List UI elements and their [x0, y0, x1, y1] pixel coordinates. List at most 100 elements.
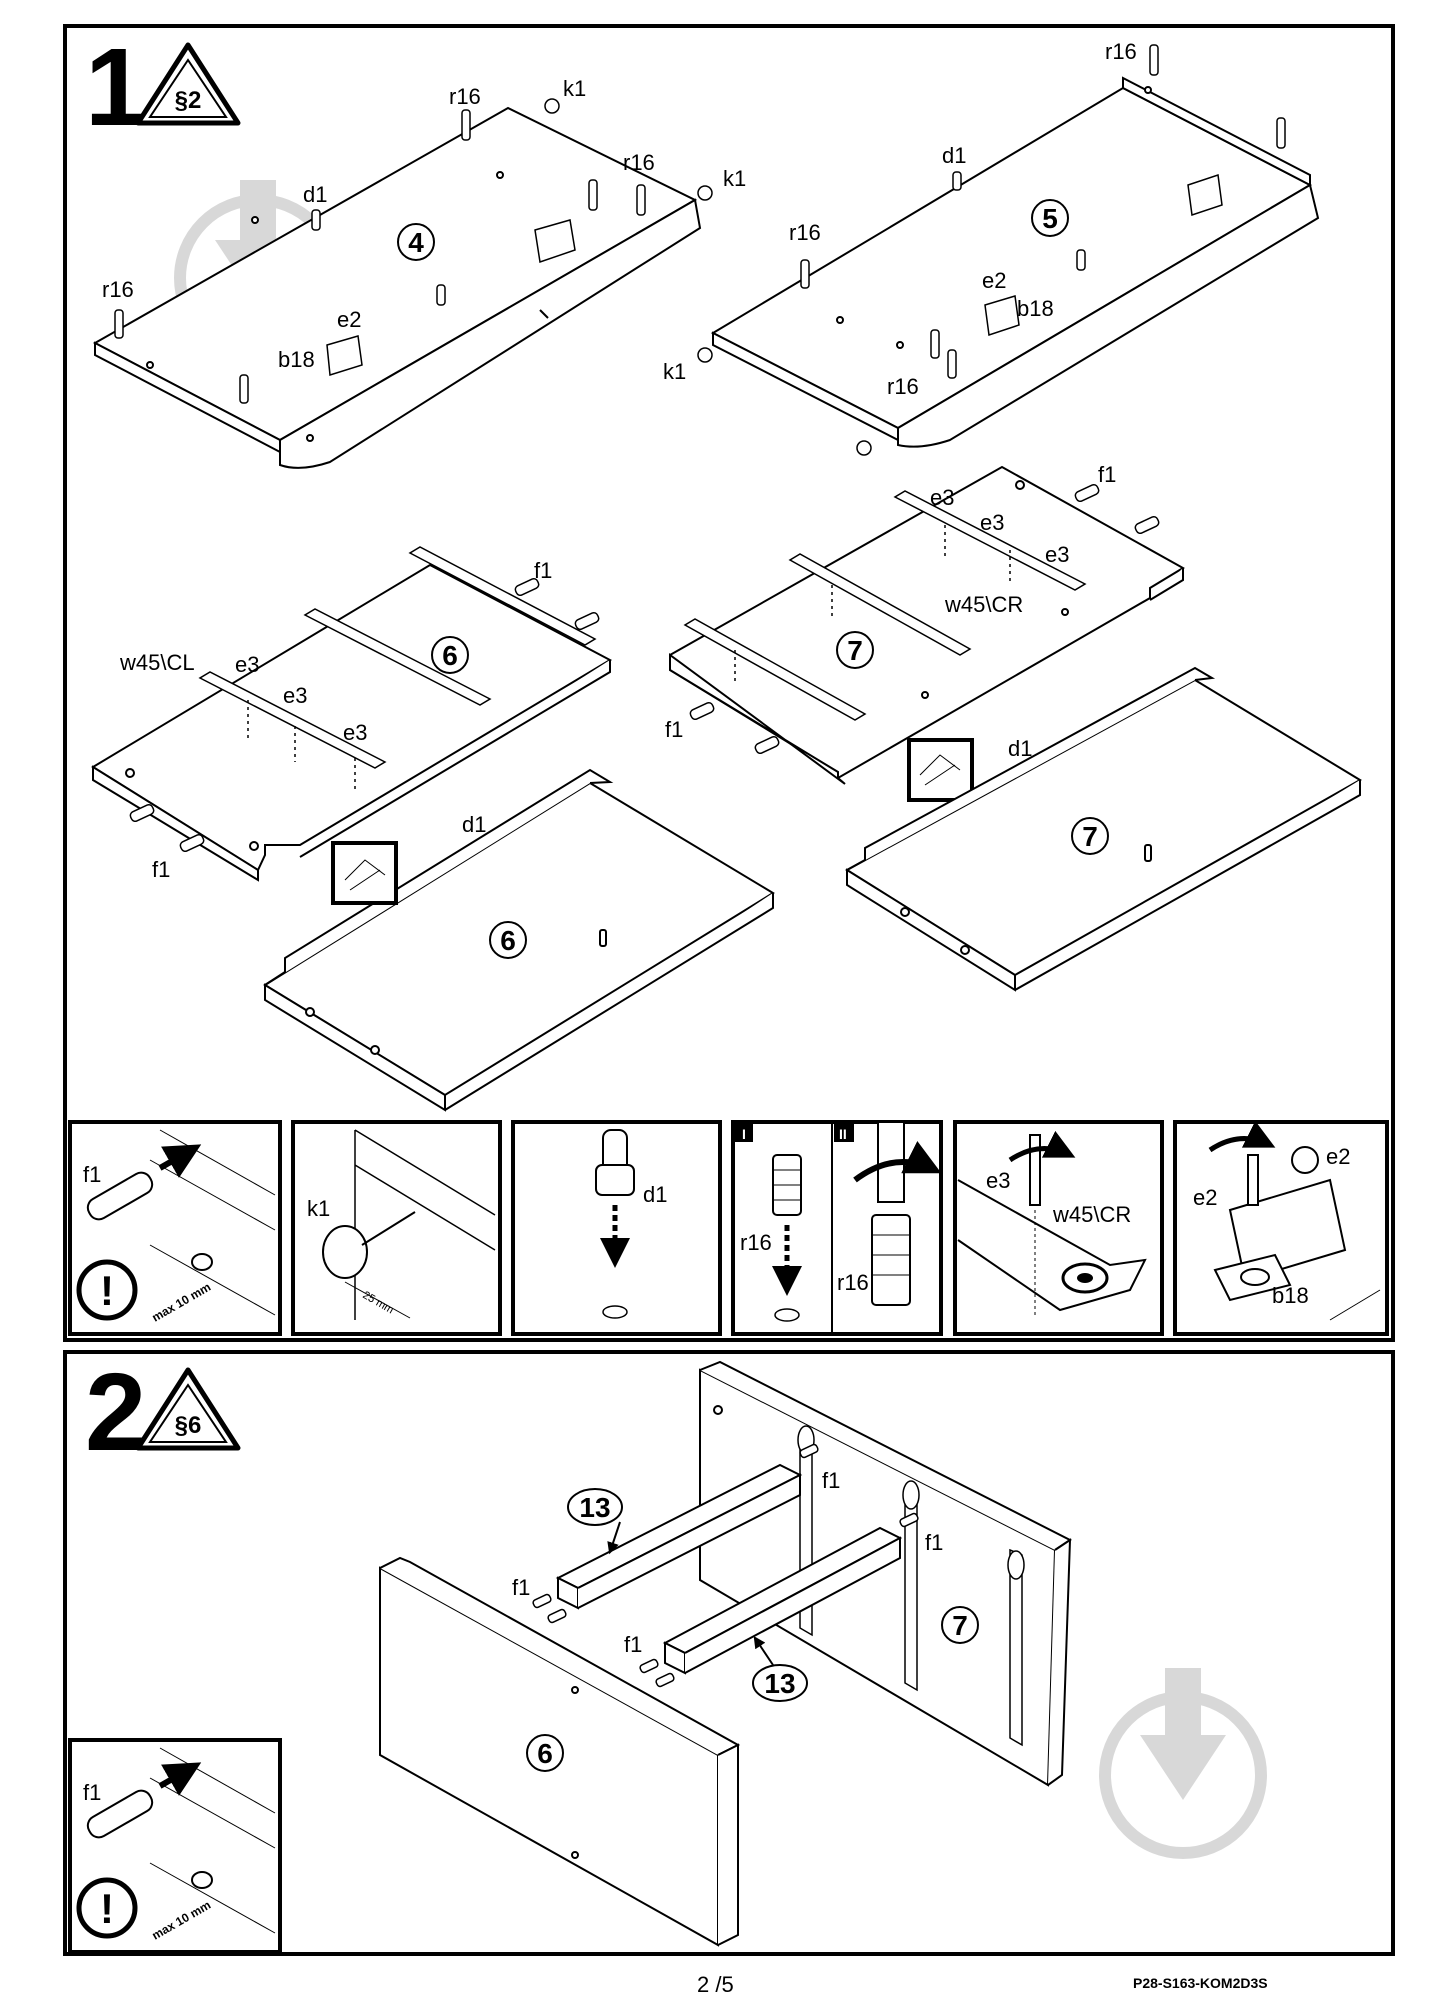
panel-7-step2-label: 7	[952, 1610, 968, 1641]
label-f1: f1	[512, 1575, 530, 1600]
label-r16: r16	[623, 150, 655, 175]
detail-square-right	[907, 738, 974, 802]
label-r16: r16	[789, 220, 821, 245]
label-f1: f1	[624, 1632, 642, 1657]
detail-k1	[291, 1120, 502, 1336]
label-r16: r16	[1105, 39, 1137, 64]
label-w45cr: w45\CR	[944, 592, 1023, 617]
detail-e3	[953, 1120, 1164, 1336]
step2-badge: §6	[135, 1367, 241, 1451]
detail-e2-label: e2	[1193, 1185, 1217, 1210]
detail-f1: !	[68, 1120, 282, 1336]
step2-number: 2	[85, 1351, 146, 1474]
detail-w45cr-label: w45\CR	[1052, 1202, 1131, 1227]
step1-badge-text: §2	[175, 87, 202, 114]
label-e3: e3	[235, 652, 259, 677]
detail-square-left	[331, 841, 398, 905]
detail-f1-label: f1	[83, 1162, 101, 1187]
panel-4-circle	[397, 223, 435, 261]
svg-text:!: !	[100, 1885, 114, 1932]
panel-5-label: 5	[1042, 203, 1058, 234]
label-r16: r16	[887, 374, 919, 399]
panel-6-bottom-circle	[489, 921, 527, 959]
page-number: 2 /5	[697, 1972, 734, 1997]
panel-6-rails	[129, 546, 600, 853]
label-k1: k1	[663, 359, 686, 384]
document-code: P28-S163-KOM2D3S	[1133, 1975, 1268, 1991]
detail-b18-label: b18	[1272, 1283, 1309, 1308]
label-d1: d1	[1008, 736, 1032, 761]
panel-7-step2-circle	[941, 1606, 979, 1644]
label-f1: f1	[822, 1468, 840, 1493]
label-e3: e3	[1045, 542, 1069, 567]
panel-7-rails	[683, 483, 1160, 755]
panel-7-bottom-label: 7	[1082, 821, 1098, 852]
detail-stage-1: I	[742, 1126, 746, 1142]
label-e3: e3	[283, 683, 307, 708]
panel-6-step2-label: 6	[537, 1738, 553, 1769]
label-f1: f1	[925, 1530, 943, 1555]
panel-7-bottom-circle	[1071, 817, 1109, 855]
label-r16: r16	[449, 84, 481, 109]
label-d1: d1	[303, 182, 327, 207]
label-f1: f1	[534, 558, 552, 583]
label-e3: e3	[343, 720, 367, 745]
rail-13-top	[555, 1463, 803, 1610]
panel-5	[710, 76, 1320, 448]
panel-6-top	[91, 563, 613, 882]
label-e3: e3	[980, 510, 1004, 535]
panel-4-label: 4	[408, 227, 424, 258]
label-f1: f1	[665, 717, 683, 742]
panel-7-top-circle	[836, 631, 874, 669]
label-b18: b18	[1017, 296, 1054, 321]
detail-e2-label: e2	[1326, 1144, 1350, 1169]
detail-e2-b18	[1173, 1120, 1389, 1336]
label-f1: f1	[1098, 462, 1116, 487]
step2-badge-text: §6	[175, 1412, 202, 1439]
step2-detail-f1-label: f1	[83, 1780, 101, 1805]
detail-d1	[511, 1120, 722, 1336]
step2-detail-f1: !	[68, 1738, 282, 1954]
label-13-bottom: 13	[752, 1664, 808, 1702]
panel-6-step2-circle	[526, 1734, 564, 1772]
label-e3: e3	[930, 485, 954, 510]
detail-r16	[731, 1120, 943, 1336]
detail-stage-2: II	[839, 1126, 847, 1142]
panel-7-top	[669, 465, 1185, 785]
label-w45cl: w45\CL	[119, 650, 195, 675]
step1-frame	[63, 24, 1395, 1342]
panel-5-circle	[1031, 199, 1069, 237]
label-r16: r16	[102, 277, 134, 302]
detail-k1-label: k1	[307, 1196, 330, 1221]
label-f1: f1	[152, 857, 170, 882]
rail-13-label: 13	[764, 1668, 795, 1699]
label-k1: k1	[563, 76, 586, 101]
step1-badge: §2	[135, 42, 241, 126]
panel-6-bottom-label: 6	[500, 925, 516, 956]
label-d1: d1	[942, 143, 966, 168]
step1-number: 1	[85, 26, 146, 149]
panel-6-top-label: 6	[442, 640, 458, 671]
dowels-f1	[532, 1443, 919, 1688]
detail-d1-label: d1	[643, 1182, 667, 1207]
rail-13-label: 13	[579, 1492, 610, 1523]
label-b18: b18	[278, 347, 315, 372]
detail-e3-label: e3	[986, 1168, 1010, 1193]
label-k1: k1	[723, 166, 746, 191]
panel-5-hardware	[697, 44, 1286, 456]
callout-arrow	[607, 1521, 621, 1555]
panel-4-hardware	[114, 98, 713, 404]
detail-r16-label: r16	[837, 1270, 869, 1295]
step2-frame	[63, 1350, 1395, 1956]
label-d1: d1	[462, 812, 486, 837]
panel-6-top-circle	[431, 636, 469, 674]
panel-7-top-label: 7	[847, 635, 863, 666]
svg-text:!: !	[100, 1267, 114, 1314]
callout-arrow	[753, 1636, 776, 1669]
panel-4	[92, 106, 702, 469]
watermark-icon	[1099, 1668, 1267, 1859]
detail-r16-label: r16	[740, 1230, 772, 1255]
rail-13-bottom	[662, 1526, 903, 1675]
label-13-top: 13	[567, 1488, 623, 1526]
